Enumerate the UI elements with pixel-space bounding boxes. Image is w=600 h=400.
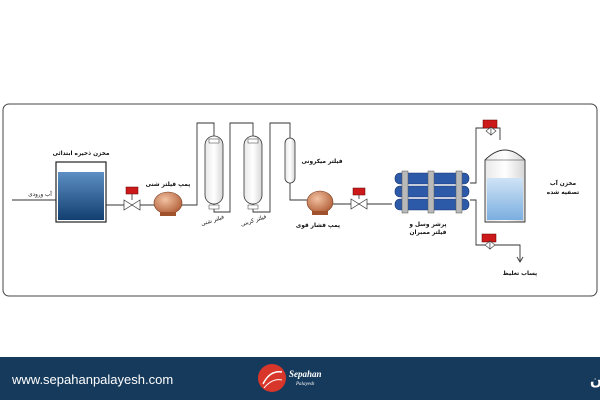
label-sand-filter: فیلتر شنی bbox=[200, 214, 225, 227]
logo bbox=[258, 364, 286, 392]
high-pressure-pump bbox=[306, 190, 334, 215]
label-product-tank-line2: تصفیه شده bbox=[547, 190, 579, 196]
product-valve bbox=[482, 119, 498, 136]
footer-bar bbox=[0, 357, 600, 400]
footer-url[interactable]: www.sepahanpalayesh.com bbox=[11, 372, 173, 387]
sand-filter-pump bbox=[153, 191, 183, 216]
logo-sub: Palayesh bbox=[295, 382, 315, 387]
label-micron-filter: فیلتر میکرونی bbox=[301, 158, 342, 165]
sand-filter bbox=[204, 135, 224, 210]
label-product-tank-line1: مخزن آب bbox=[550, 179, 577, 187]
inlet-valve bbox=[123, 186, 141, 211]
hp-valve bbox=[350, 187, 368, 210]
product-tank bbox=[484, 149, 526, 223]
label-inlet-water: آب ورودی bbox=[28, 191, 52, 198]
diagram-frame bbox=[2, 103, 598, 297]
micron-filter bbox=[284, 137, 296, 184]
carbon-filter bbox=[243, 135, 263, 210]
label-membrane-housing-line2: فیلتر ممبران bbox=[410, 230, 447, 236]
concentrate-valve bbox=[481, 233, 497, 250]
label-concentrate: پساب تغلیظ bbox=[503, 271, 537, 277]
membrane-housings bbox=[394, 170, 470, 214]
pipe-network bbox=[12, 122, 524, 263]
storage-tank bbox=[55, 161, 107, 223]
logo-name: Sepahan bbox=[289, 369, 322, 379]
label-storage-tank: مخزن ذخیره ابتدائی bbox=[53, 151, 110, 157]
label-high-pressure-pump: پمپ فشار قوی bbox=[296, 223, 340, 229]
label-carbon-filter: فیلتر کربنی bbox=[240, 213, 268, 228]
footer-title: دیاگرام و اجزا دستگاه آب شیرین کن bbox=[590, 370, 600, 388]
label-membrane-housing-line1: پرشر وسل و bbox=[408, 222, 446, 228]
label-sand-filter-pump: پمپ فیلتر شنی bbox=[146, 182, 191, 188]
